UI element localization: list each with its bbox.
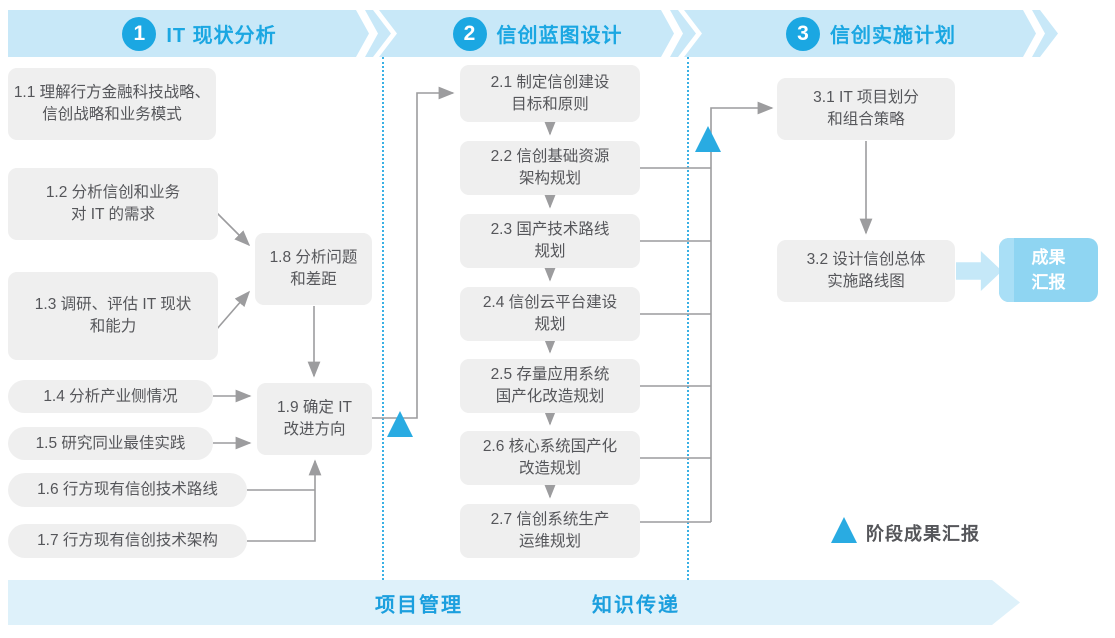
collector-to-3-1	[710, 101, 774, 522]
legend-label: 阶段成果汇报	[866, 524, 980, 544]
task-1-5: 1.5 研究同业最佳实践	[8, 427, 213, 460]
task-2-2: 2.2 信创基础资源架构规划	[460, 141, 640, 195]
task-3-1: 3.1 IT 项目划分和组合策略	[777, 78, 955, 140]
phase1-title: IT 现状分析	[166, 25, 277, 47]
task-2-4: 2.4 信创云平台建设规划	[460, 287, 640, 341]
connector-1-7-to-1-9	[247, 459, 322, 542]
task-2-3: 2.3 国产技术路线规划	[460, 214, 640, 268]
connector-1-9-to-2-1	[372, 86, 455, 419]
phase2-header-band: 2 信创蓝图设计	[379, 10, 696, 57]
phase1-chevron-gap	[356, 10, 378, 57]
bottom-support-band: 项目管理 知识传递	[8, 580, 1020, 625]
task-1-1: 1.1 理解行方金融科技战略、信创战略和业务模式	[8, 68, 216, 140]
phase3-number-badge: 3	[786, 17, 820, 51]
phase1-2-separator	[382, 57, 384, 580]
deliverable-stripe	[999, 238, 1014, 302]
phase2-3-separator	[687, 57, 689, 580]
connector-1-3-to-1-8	[215, 290, 251, 331]
connector-1-2-to-1-8	[215, 211, 251, 247]
bottom-label-knowledge-transfer: 知识传递	[592, 594, 680, 616]
task-2-7: 2.7 信创系统生产运维规划	[460, 504, 640, 558]
phase3-title: 信创实施计划	[830, 25, 956, 47]
phase3-chevron-gap	[1023, 10, 1045, 57]
deliverable-arrow-icon	[956, 251, 1002, 291]
task-1-8: 1.8 分析问题和差距	[255, 233, 372, 305]
deliverable-badge: 成果 汇报	[999, 238, 1098, 302]
milestone-triangle-phase1	[387, 411, 413, 437]
task-1-4: 1.4 分析产业侧情况	[8, 380, 213, 413]
phase2-title: 信创蓝图设计	[496, 25, 623, 47]
task-1-7: 1.7 行方现有信创技术架构	[8, 524, 247, 558]
task-2-1: 2.1 制定信创建设目标和原则	[460, 65, 640, 122]
legend-triangle-icon	[831, 517, 857, 543]
task-1-6: 1.6 行方现有信创技术路线	[8, 473, 247, 507]
phase1-header-band: 1 IT 现状分析	[8, 10, 391, 57]
phase1-number-badge: 1	[122, 17, 156, 51]
phase2-chevron-gap	[661, 10, 683, 57]
task-2-6: 2.6 核心系统国产化改造规划	[460, 431, 640, 485]
task-3-2: 3.2 设计信创总体实施路线图	[777, 240, 955, 302]
milestone-triangle-phase2	[695, 126, 721, 152]
task-1-3: 1.3 调研、评估 IT 现状和能力	[8, 272, 218, 360]
phase2-number-badge: 2	[453, 17, 487, 51]
bottom-label-project-management: 项目管理	[375, 594, 463, 616]
phase3-header-band: 3 信创实施计划	[684, 10, 1058, 57]
task-1-2: 1.2 分析信创和业务对 IT 的需求	[8, 168, 218, 240]
task-2-5: 2.5 存量应用系统国产化改造规划	[460, 359, 640, 413]
